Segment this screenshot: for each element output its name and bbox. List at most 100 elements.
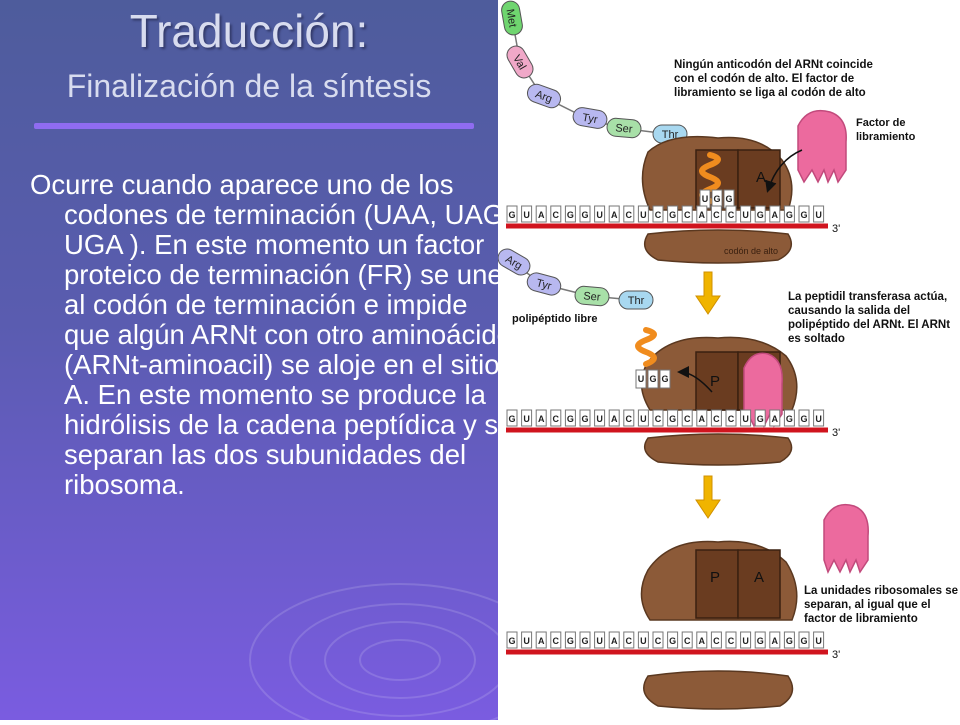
mrna-base: C: [550, 409, 562, 427]
mrna-base: U: [594, 631, 606, 649]
mrna-base-letter: A: [699, 414, 706, 424]
amino-acid-bead: Ser: [574, 285, 610, 307]
mrna-base: G: [754, 631, 766, 649]
amino-acid-label: Arg: [534, 88, 554, 105]
mrna-base: U: [813, 409, 825, 427]
mrna-base-letter: G: [669, 414, 676, 424]
mrna-base-letter: G: [786, 636, 793, 646]
amino-acid-bead: Tyr: [572, 107, 608, 129]
mrna-3prime-2: 3': [832, 427, 840, 439]
ripple-decoration: [0, 0, 498, 720]
mrna-base-letter: A: [772, 414, 779, 424]
mrna-base: G: [579, 631, 591, 649]
slide-title: Traducción:: [129, 5, 369, 57]
mrna-base: C: [623, 205, 635, 223]
mrna-base-letter: A: [611, 210, 618, 220]
slide-subtitle: Finalización de la síntesis: [66, 68, 432, 104]
amino-acid-bead: Arg: [497, 248, 531, 276]
mrna-base-letter: U: [815, 636, 822, 646]
mrna-base-letter: C: [626, 414, 633, 424]
mrna-base: U: [637, 409, 649, 427]
factor-binding-arrow: [765, 149, 803, 193]
body-text: Ocurre cuando aparece uno de los codones…: [30, 169, 498, 500]
mrna-base: U: [594, 409, 606, 427]
mrna-base-letter: U: [523, 210, 530, 220]
mrna-base: G: [783, 409, 795, 427]
mrna-base-letter: A: [699, 210, 706, 220]
anticodon-base: U: [699, 189, 711, 209]
mrna-base: C: [710, 409, 722, 427]
anticodon-letter: G: [661, 374, 668, 384]
mrna-base: A: [608, 631, 620, 649]
mrna-base-letter: G: [508, 636, 515, 646]
site-a-1: A: [756, 169, 766, 186]
mrna-base-letter: A: [611, 414, 618, 424]
anticodon-letter: G: [725, 194, 732, 204]
amino-acid-bead: Ser: [606, 117, 642, 139]
mrna-base-letter: G: [581, 414, 588, 424]
mrna-base: A: [696, 631, 708, 649]
mrna-base: G: [506, 631, 518, 649]
mrna-base-letter: U: [815, 414, 822, 424]
mrna-base: C: [623, 409, 635, 427]
site-p-3: P: [710, 569, 720, 586]
step3-annotation: La unidades ribosomales se separan, al i…: [804, 585, 960, 625]
mrna-base: A: [535, 205, 547, 223]
mrna-base: G: [667, 631, 679, 649]
mrna-base-letter: C: [655, 636, 662, 646]
mrna-base-letter: G: [581, 636, 588, 646]
mrna-base: G: [754, 409, 766, 427]
mrna-base-letter: A: [611, 636, 618, 646]
mrna-base: G: [754, 205, 766, 223]
amino-acid-bead: Arg: [526, 83, 562, 109]
amino-acid-bead: Met: [501, 0, 523, 36]
mrna-base: C: [725, 409, 737, 427]
title-divider: [34, 123, 474, 129]
mrna-base-letter: G: [757, 210, 764, 220]
mrna-base: G: [506, 205, 518, 223]
mrna-base-letter: G: [800, 414, 807, 424]
mrna-base: G: [564, 205, 576, 223]
mrna-base-letter: C: [684, 210, 691, 220]
site-a-3: A: [754, 569, 764, 586]
mrna-base: C: [652, 631, 664, 649]
mrna-base-letter: C: [684, 414, 691, 424]
anticodon-letter: G: [649, 374, 656, 384]
mrna-base: C: [623, 631, 635, 649]
mrna-base: G: [579, 409, 591, 427]
amino-acid-label: Ser: [615, 122, 633, 135]
mrna-base: G: [506, 409, 518, 427]
anticodon-base: G: [659, 369, 671, 389]
anticodon-base: U: [635, 369, 647, 389]
mrna-base: C: [710, 205, 722, 223]
mrna-base-letter: G: [508, 210, 515, 220]
mrna-base-letter: C: [553, 210, 560, 220]
amino-acid-label: Met: [504, 8, 519, 28]
mrna-base-letter: U: [596, 210, 603, 220]
mrna-base-letter: G: [757, 414, 764, 424]
anticodon-base: G: [711, 189, 723, 209]
mrna-base-letter: G: [800, 210, 807, 220]
mrna-base-letter: C: [713, 636, 720, 646]
mrna-base-letter: C: [553, 414, 560, 424]
mrna-base: G: [564, 409, 576, 427]
mrna-base-letter: C: [728, 414, 735, 424]
mrna-base: U: [637, 205, 649, 223]
mrna-base-letter: U: [815, 210, 822, 220]
ribosome-small-subunit-2: [643, 433, 793, 466]
mrna-base: A: [769, 205, 781, 223]
mrna-base: U: [813, 631, 825, 649]
mrna-base: U: [740, 631, 752, 649]
mrna-base: A: [769, 631, 781, 649]
free-peptide-label: polipéptido libre: [512, 313, 598, 325]
mrna-base: G: [564, 631, 576, 649]
mrna-base-letter: U: [640, 414, 647, 424]
mrna-base: G: [798, 205, 810, 223]
mrna-base: A: [696, 205, 708, 223]
mrna-base-letter: U: [742, 636, 749, 646]
mrna-base-letter: C: [553, 636, 560, 646]
peptide-helix-2: [635, 327, 657, 367]
mrna-base: G: [798, 631, 810, 649]
mrna-base-letter: U: [640, 210, 647, 220]
mrna-base-letter: U: [596, 414, 603, 424]
